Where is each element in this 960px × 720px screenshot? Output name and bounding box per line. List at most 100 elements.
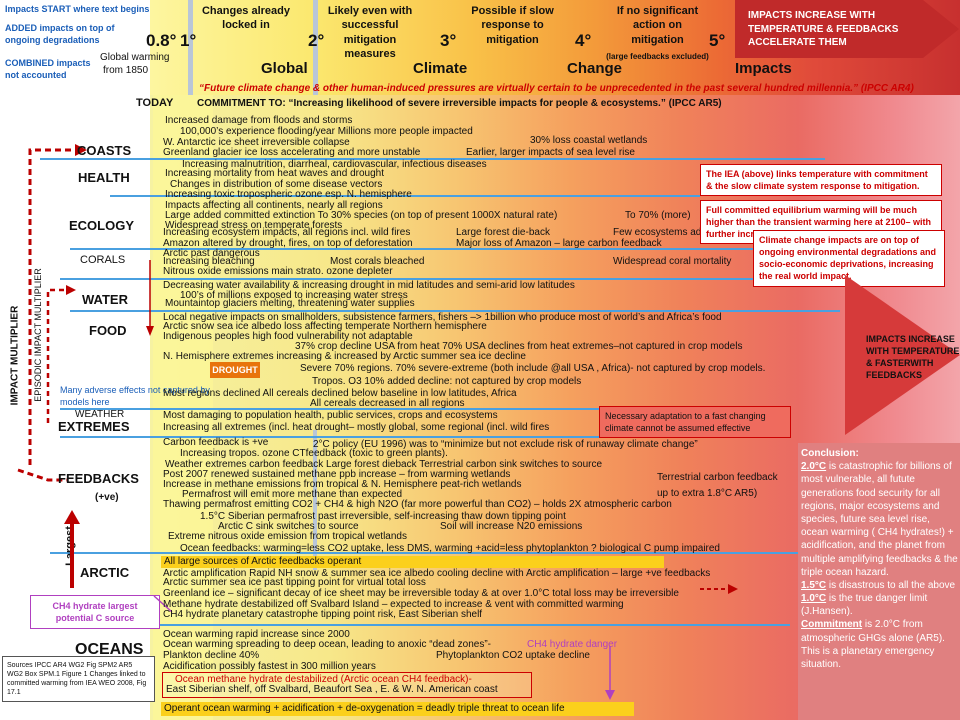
conclusion-commitment-key: Commitment (801, 619, 863, 631)
conclusion-2deg: 2.0°C is catastrophic for billions of mo… (801, 460, 958, 579)
impact-row-text: Greenland ice – significant decay of ice… (163, 588, 679, 599)
label-ve: (+ve) (95, 492, 119, 503)
impact-row-text: Most regions declined All cereals declin… (163, 388, 517, 399)
impact-row-text: Arctic amplification Rapid NH snow & sum… (163, 568, 711, 579)
drought-tag: DROUGHT (210, 362, 260, 378)
impact-row-text: Increasing toxic tropospheric ozone esp.… (165, 189, 412, 200)
today-column (153, 95, 213, 720)
impact-row-text: Arctic summer sea ice past tipping point… (163, 577, 426, 588)
impact-row-text: 2°C policy (EU 1996) was to “minimize bu… (313, 439, 698, 450)
temp-5: 5° (709, 31, 726, 50)
impact-row-text: Increasing bleaching (163, 256, 255, 267)
label-health: HEALTH (78, 170, 130, 185)
impact-row-text: up to extra 1.8°C AR5) (657, 488, 758, 499)
ch4-arrow (153, 595, 173, 613)
impact-row-text: Arctic past dangerous (163, 248, 260, 259)
impact-row-text: Impacts affecting all continents, nearly… (165, 200, 383, 211)
impact-row-text: CH4 hydrate planetary catastrophe tippin… (163, 609, 483, 620)
quote-ipcc-ar5: COMMITMENT TO: “Increasing likelihood of… (197, 98, 722, 109)
quote-ipcc-ar4: “Future climate change & other human-ind… (199, 83, 914, 94)
impact-row-text: 30% loss coastal wetlands (530, 135, 648, 146)
header-increase: IMPACTS INCREASE WITH TEMPERATURE & FEED… (748, 10, 899, 48)
impact-row-text: To 70% (more) (625, 210, 691, 221)
label-weather: WEATHER (75, 409, 125, 420)
impact-row-text: 37% crop decline USA from heat 70% USA d… (295, 341, 743, 352)
label-ecology: ECOLOGY (69, 218, 135, 233)
impact-row-text: Weather extremes carbon feedback Large f… (165, 459, 603, 470)
impact-row-text: Changes in distribution of some disease … (170, 179, 383, 190)
impact-row-text: N. Hemisphere extremes increasing & incr… (163, 351, 526, 362)
conclusion-15deg: 1.5°C is disastrous to all the above (801, 579, 958, 592)
impact-row-text: Post 2007 renewed sustained methane ppb … (163, 469, 511, 480)
ocean-methane-box: Ocean methane hydrate destabilized (Arct… (162, 672, 532, 698)
row-divider (60, 278, 830, 280)
impact-row-text: Greenland glacier ice loss accelerating … (163, 147, 421, 158)
header-red-arrow (735, 0, 959, 58)
legend-combined: COMBINED impacts not accounted (5, 58, 91, 80)
impact-row-text: Widespread stress on temperate forests (165, 220, 343, 231)
legend-starts: Impacts START where text begins (5, 4, 150, 14)
temp-4: 4° (575, 31, 592, 50)
impact-row-text: 100,000’s experience flooding/year Milli… (180, 126, 473, 137)
impact-row-text: Earlier, larger impacts of sea level ris… (466, 147, 635, 158)
conclusion-15deg-key: 1.5°C (801, 579, 827, 591)
greenland-red-arrow (700, 584, 738, 594)
label-arctic: ARCTIC (80, 565, 130, 580)
impact-row-text: Arctic C sink switches to source (218, 521, 359, 532)
impact-row-text: Large added committed extinction To 30% … (165, 210, 558, 221)
impact-row-text: Ocean feedbacks: warming=less CO2 uptake… (180, 543, 720, 554)
impact-row-text: Plankton decline 40% (163, 650, 260, 661)
impact-row-text: Increased damage from floods and storms (165, 115, 353, 126)
impact-row-text: Nitrous oxide emissions main strato. ozo… (163, 266, 393, 277)
header-excl: (large feedbacks excluded) (606, 52, 709, 61)
impact-row-text: Permafrost will emit more methane than e… (182, 489, 403, 500)
label-water: WATER (82, 292, 128, 307)
conclusion-15deg-body: is disastrous to all the above (826, 579, 956, 591)
ch4-hydrate-box: CH4 hydrate largest potential C source (30, 595, 160, 630)
row-divider (60, 624, 790, 626)
impact-row-text: Decreasing water availability & increasi… (163, 280, 575, 291)
conclusion-1deg-key: 1.0°C (801, 593, 827, 605)
header-impacts: Impacts (735, 60, 792, 77)
today-label: TODAY (136, 97, 174, 109)
vline-2deg (313, 0, 318, 95)
header-change: Change (567, 60, 623, 77)
impact-row-text: Amazon altered by drought, fires, on top… (163, 238, 413, 249)
impact-row-text: All cereals decreased in all regions (310, 398, 465, 409)
conclusion-commitment-body: is 2.0°C from atmospheric GHGs alone (AR… (801, 619, 945, 670)
conclusion-head: Conclusion: (801, 448, 859, 459)
conclusion-1deg-body: is the true danger limit (J.Hansen). (801, 593, 928, 618)
impact-row-text: Major loss of Amazon – large carbon feed… (456, 238, 662, 249)
impact-row-text: Increasing tropos. ozone CTfeedback (tox… (180, 448, 448, 459)
note-ontop: Climate change impacts are on top of ong… (753, 230, 945, 287)
impact-row-text: Terrestrial carbon feedback (657, 472, 778, 483)
label-corals: CORALS (80, 254, 126, 266)
conclusion-1deg: 1.0°C is the true danger limit (J.Hansen… (801, 592, 958, 618)
impact-row-text: Increase in methane emissions from tropi… (163, 479, 522, 490)
label-coasts: COASTS (77, 143, 132, 158)
label-feedbacks: FEEDBACKS (58, 471, 139, 486)
impact-row-text: Increasing ecosystem impacts, all region… (163, 227, 411, 238)
header-likely: Likely even with successful mitigation m… (327, 5, 413, 60)
right-arrow-text: IMPACTS INCREASE WITH TEMPERATURE & FAST… (866, 334, 960, 381)
label-food: FOOD (89, 323, 127, 338)
triple-threat-bar: Operant ocean warming + acidification + … (161, 702, 634, 716)
row-divider (50, 552, 800, 554)
temp-2: 2° (308, 31, 325, 50)
impact-row-text: Tropos. O3 10% added decline: not captur… (312, 376, 582, 387)
impact-row-text: Increasing malnutrition, diarrheal, card… (182, 159, 487, 170)
header-possible: Possible if slow response to mitigation (471, 5, 554, 46)
many-adverse-note: Many adverse effects not captured by mod… (60, 385, 210, 407)
impact-row-text: Soil will increase N20 emissions (440, 521, 583, 532)
conclusion-commitment: Commitment is 2.0°C from atmospheric GHG… (801, 618, 958, 671)
impact-row-text: Carbon feedback is +ve (163, 437, 269, 448)
ch4-hydrate-danger: CH4 hydrate danger (527, 639, 618, 650)
impact-row-text: Arctic snow sea ice albedo loss affectin… (163, 321, 487, 332)
arctic-feedbacks-bar: All large sources of Arctic feedbacks op… (161, 556, 664, 568)
dead-zone-purple-arrow (605, 646, 615, 700)
global-warming-from: from 1850 (103, 65, 149, 76)
label-extremes: EXTREMES (58, 419, 130, 434)
impact-row-text: Indigenous peoples high food vulnerabili… (163, 331, 413, 342)
note-iea: The IEA (above) links temperature with c… (700, 164, 942, 197)
impact-row-text: Acidification possibly fastest in 300 mi… (163, 661, 376, 672)
